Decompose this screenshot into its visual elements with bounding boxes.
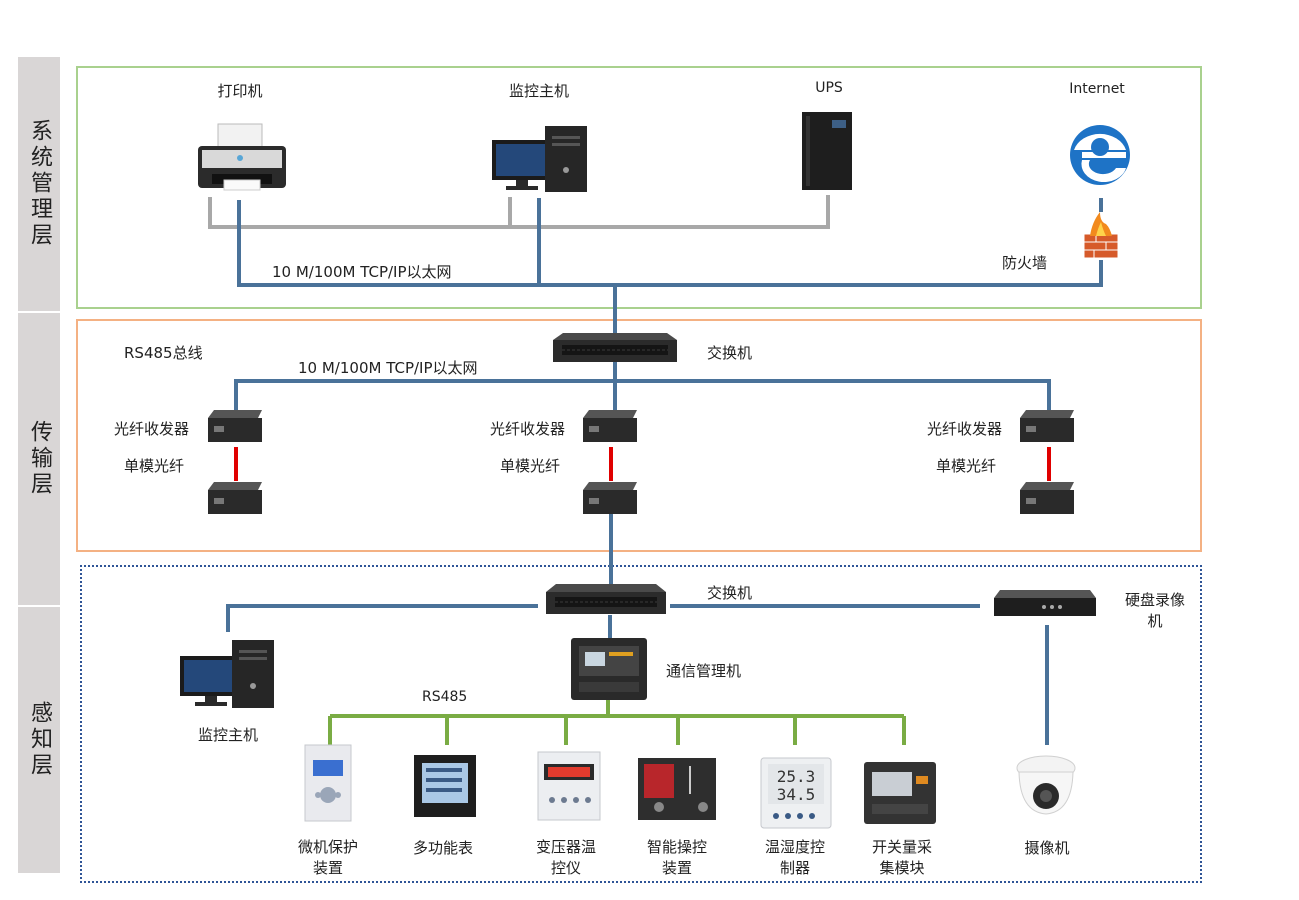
- display-temp-readout: 25.3: [777, 767, 816, 786]
- fiber-label-left: 单模光纤: [124, 457, 185, 475]
- device-label-switch-acquisition-module: 开关量采集模块: [871, 838, 932, 877]
- printer-icon: [198, 123, 286, 191]
- transport-ethernet-bus: [234, 362, 1051, 588]
- firewall-icon: [1083, 212, 1119, 259]
- transceiver-label-mid: 光纤收发器: [490, 420, 566, 438]
- layer-label-transport: 传输层: [18, 313, 60, 605]
- multifunction-meter-icon: [414, 755, 476, 817]
- comm-manager-label: 通信管理机: [666, 662, 742, 680]
- internet-label: Internet: [1069, 81, 1125, 97]
- layer-label-perception: 感知层: [18, 607, 60, 873]
- internet-explorer-icon: [1070, 125, 1130, 185]
- fiber-label-mid: 单模光纤: [500, 457, 561, 475]
- perception-ethernet-lines: [226, 604, 1049, 745]
- fiber-transceiver-icon-left-bottom: [208, 482, 262, 514]
- transport-ethernet-label: 10 M/100M TCP/IP以太网: [298, 359, 478, 377]
- fiber-transceiver-icon-right-bottom: [1020, 482, 1074, 514]
- device-label-transformer-temp-controller: 变压器温控仪: [535, 838, 596, 877]
- monitor-host-icon-perception: [180, 640, 274, 708]
- fiber-transceiver-icon-left-top: [208, 410, 262, 442]
- fiber-transceiver-icon-mid-bottom: [583, 482, 637, 514]
- microcomputer-protection-icon: [304, 744, 352, 822]
- fiber-label-right: 单模光纤: [936, 457, 997, 475]
- rs485-bus-label: RS485总线: [124, 344, 203, 362]
- monitor-host-label-perception: 监控主机: [197, 726, 259, 744]
- camera-label: 摄像机: [1024, 839, 1070, 857]
- printer-label: 打印机: [217, 82, 263, 100]
- transceiver-label-left: 光纤收发器: [114, 420, 190, 438]
- rs485-label: RS485: [422, 689, 468, 705]
- rs485-bus-lines: [328, 700, 906, 745]
- switch-label-transport: 交换机: [707, 344, 753, 362]
- system-layer-panel: [76, 66, 1202, 309]
- switch-acquisition-module-icon: [864, 762, 936, 824]
- switch-label-perception: 交换机: [707, 584, 753, 602]
- single-mode-fiber-lines: [234, 447, 1051, 481]
- camera-icon: [1016, 755, 1076, 815]
- fiber-transceiver-icon-right-top: [1020, 410, 1074, 442]
- system-ethernet-label: 10 M/100M TCP/IP以太网: [272, 263, 452, 281]
- device-label-multifunction-meter: 多功能表: [412, 839, 474, 857]
- monitor-host-label-system: 监控主机: [508, 82, 570, 100]
- switch-icon-transport: [553, 333, 677, 362]
- transport-layer-panel: [76, 319, 1202, 552]
- ups-icon: [802, 112, 852, 190]
- device-label-microcomputer-protection: 微机保护装置: [297, 838, 358, 877]
- device-label-temp-humidity-controller: 温湿度控制器: [764, 838, 825, 877]
- transformer-temp-controller-icon: [537, 751, 601, 821]
- system-ethernet-trunk: [237, 198, 1103, 337]
- firewall-label: 防火墙: [1002, 254, 1048, 272]
- nvr-icon: [994, 590, 1096, 616]
- printer-ups-cable: [208, 195, 830, 229]
- nvr-label: 硬盘录像机: [1124, 591, 1185, 630]
- layer-label-system: 系统管理层: [18, 57, 60, 311]
- monitor-host-icon-system: [492, 126, 587, 192]
- transceiver-label-right: 光纤收发器: [927, 420, 1003, 438]
- fiber-transceiver-icon-mid-top: [583, 410, 637, 442]
- ups-label: UPS: [815, 80, 843, 96]
- comm-manager-icon: [571, 638, 647, 700]
- device-label-intelligent-control: 智能操控装置: [646, 838, 707, 877]
- switch-icon-perception: [546, 584, 666, 614]
- temp-humidity-controller-icon: 25.3 34.5: [760, 757, 832, 829]
- display-humidity-readout: 34.5: [777, 785, 816, 804]
- intelligent-control-icon: [638, 758, 716, 820]
- perception-layer-panel: [80, 565, 1202, 883]
